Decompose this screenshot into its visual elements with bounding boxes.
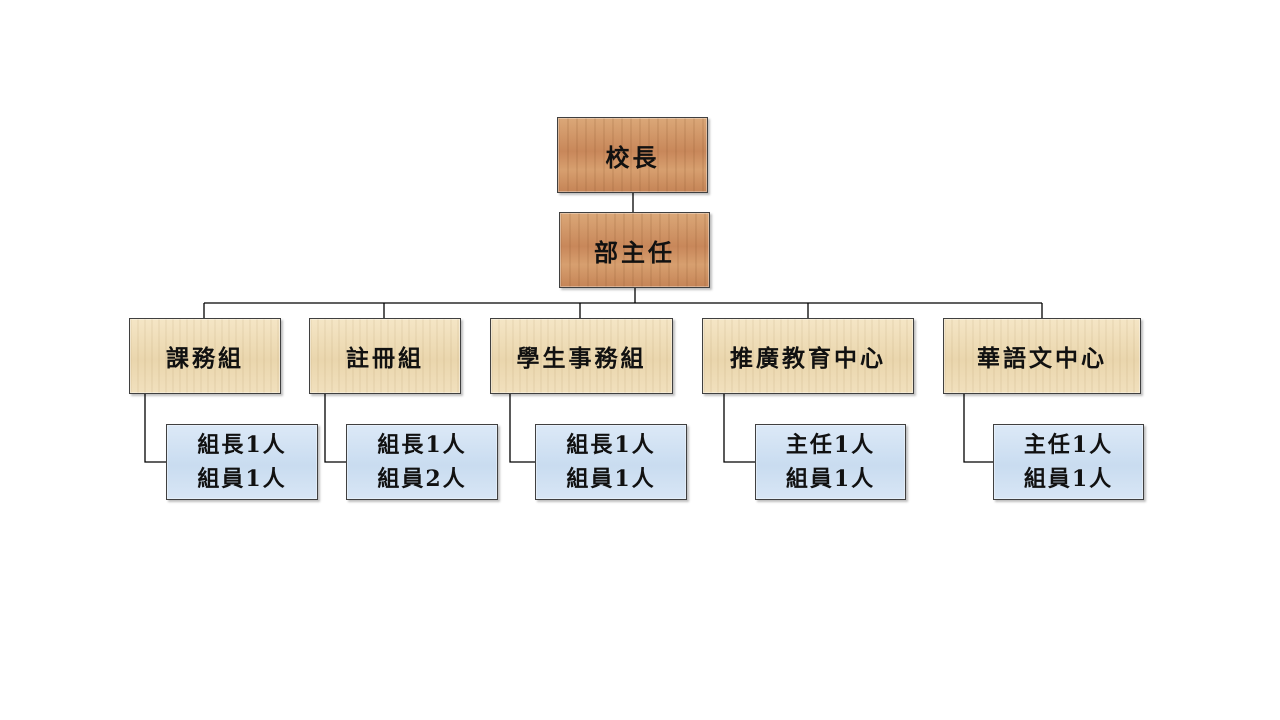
unit-box-registration: 註冊組 — [309, 318, 461, 394]
staff-box-course-affairs: 組長1人 組員1人 — [166, 424, 318, 500]
principal-label: 校長 — [605, 142, 660, 172]
connector-staff-3 — [509, 394, 535, 463]
unit-box-chinese-language-center: 華語文中心 — [943, 318, 1141, 394]
unit-label: 推廣教育中心 — [730, 345, 886, 372]
director-label: 部主任 — [594, 237, 675, 267]
connector-staff-2 — [324, 394, 346, 463]
unit-label: 註冊組 — [346, 345, 424, 372]
unit-label: 課務組 — [166, 345, 244, 372]
director-box: 部主任 — [559, 212, 710, 288]
staff-line: 主任1人 — [785, 432, 876, 458]
connector-staff-4 — [723, 394, 755, 463]
connector-staff-1 — [144, 394, 166, 463]
principal-box: 校長 — [557, 117, 708, 193]
staff-line: 組長1人 — [566, 432, 656, 458]
staff-line: 組員1人 — [566, 466, 656, 492]
staff-box-student-affairs: 組長1人 組員1人 — [535, 424, 687, 500]
staff-line: 組員1人 — [785, 466, 876, 492]
staff-box-extension-education: 主任1人 組員1人 — [755, 424, 906, 500]
unit-box-extension-education: 推廣教育中心 — [702, 318, 914, 394]
staff-line: 組長1人 — [197, 432, 287, 458]
unit-label: 華語文中心 — [977, 345, 1107, 372]
staff-line: 組員1人 — [197, 466, 287, 492]
unit-label: 學生事務組 — [516, 345, 647, 372]
unit-box-course-affairs: 課務組 — [129, 318, 281, 394]
staff-box-chinese-language-center: 主任1人 組員1人 — [993, 424, 1144, 500]
staff-line: 組長1人 — [377, 432, 467, 458]
unit-box-student-affairs: 學生事務組 — [490, 318, 673, 394]
staff-line: 組員1人 — [1023, 466, 1114, 492]
staff-line: 組員2人 — [377, 466, 467, 492]
staff-line: 主任1人 — [1023, 432, 1114, 458]
connector-staff-5 — [963, 394, 993, 463]
staff-box-registration: 組長1人 組員2人 — [346, 424, 498, 500]
